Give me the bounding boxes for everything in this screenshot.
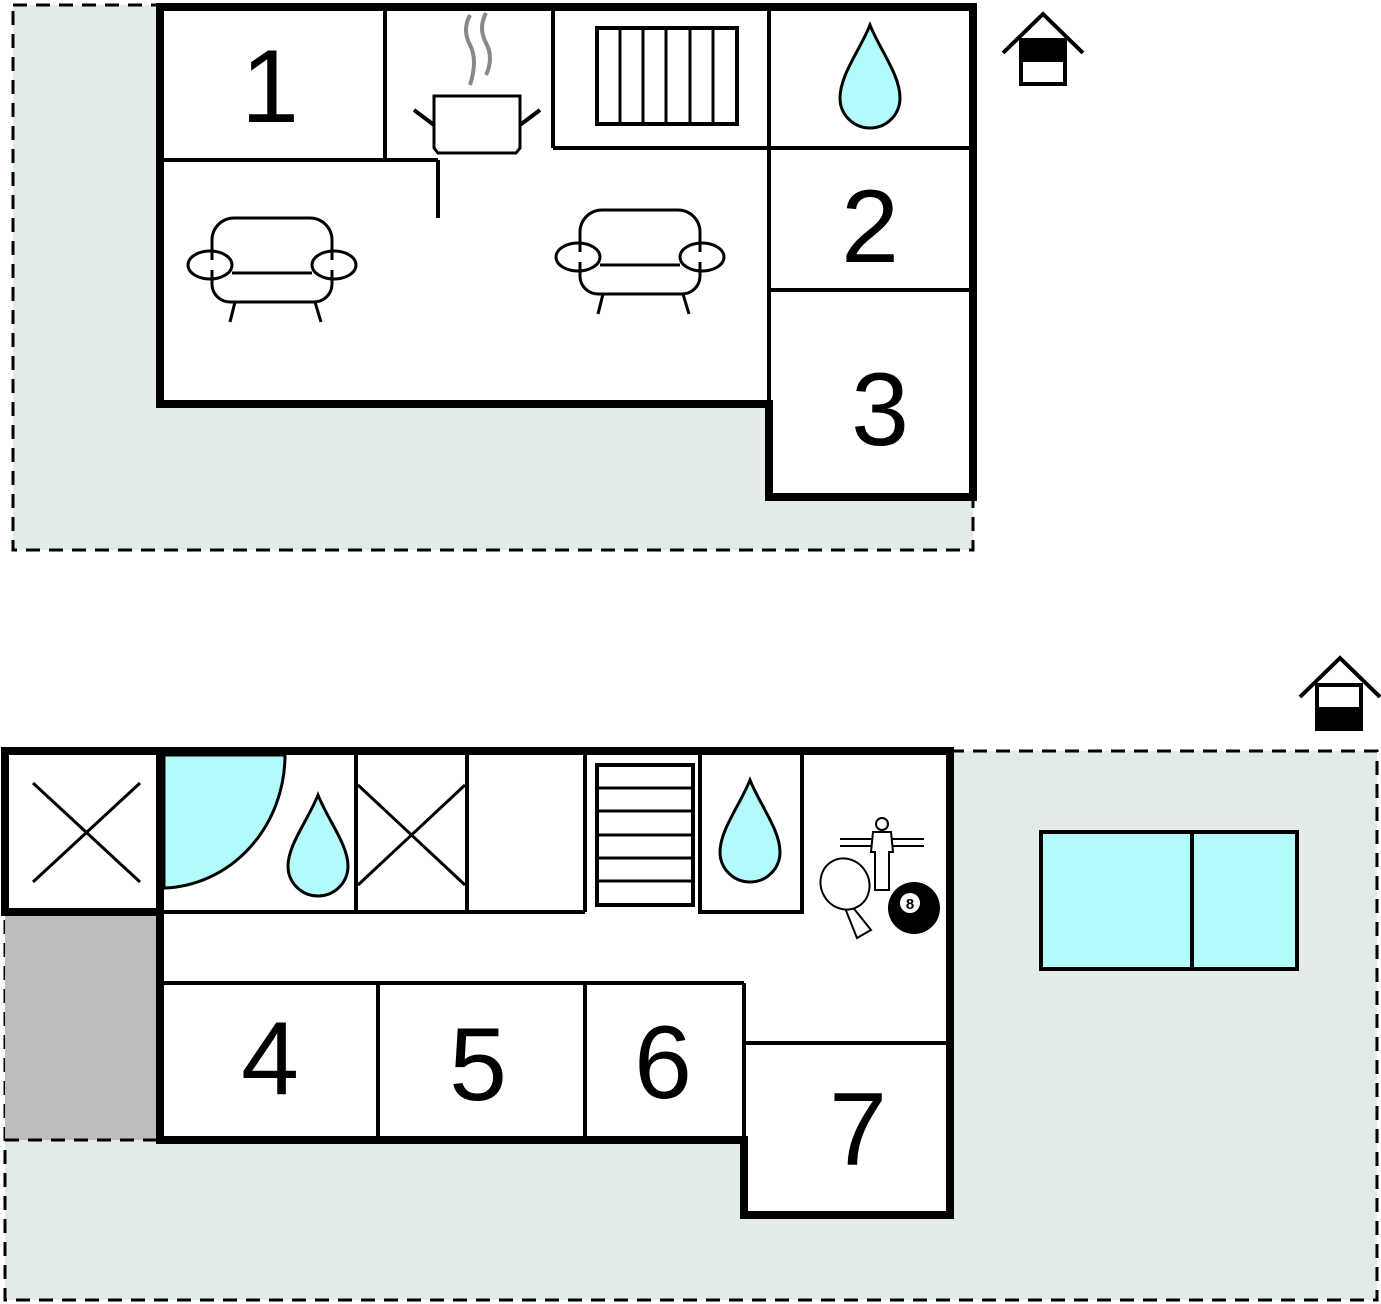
- table-football-icon: [840, 817, 924, 891]
- x-mark-icon: [31, 781, 142, 884]
- x-mark-icon: [356, 783, 467, 887]
- shower-icon: [162, 753, 287, 890]
- room-label-5: 5: [449, 1007, 507, 1123]
- upper-floor-plan: 1 2 3: [11, 3, 1085, 552]
- room-label-1: 1: [241, 29, 299, 145]
- kitchen-pot-icon: [412, 12, 542, 155]
- water-drop-icon: [838, 20, 902, 130]
- water-drop-icon: [718, 775, 782, 884]
- water-drop-icon: [286, 790, 350, 898]
- sofa-icon: [554, 208, 726, 315]
- room-label-7: 7: [829, 1072, 887, 1188]
- sofa-icon: [186, 216, 358, 323]
- upper-internal-walls: [160, 7, 973, 404]
- room-label-4: 4: [241, 1001, 299, 1117]
- table-tennis-icon: [819, 857, 873, 940]
- ground-floor-plan: 8 4 5 6 7: [1, 655, 1381, 1302]
- room-label-2: 2: [841, 169, 899, 285]
- ground-internal-walls: [5, 749, 950, 1140]
- room-label-6: 6: [634, 1005, 692, 1121]
- room-label-3: 3: [851, 352, 909, 468]
- stairs-icon: [595, 26, 739, 126]
- floor-indicator-ground-icon: [1298, 655, 1381, 731]
- billiard-ball-icon: 8: [888, 882, 940, 934]
- pool-icon: [1039, 830, 1299, 971]
- svg-text:8: 8: [906, 896, 914, 913]
- floor-indicator-upper-icon: [1001, 11, 1085, 86]
- stairs-icon: [595, 763, 695, 907]
